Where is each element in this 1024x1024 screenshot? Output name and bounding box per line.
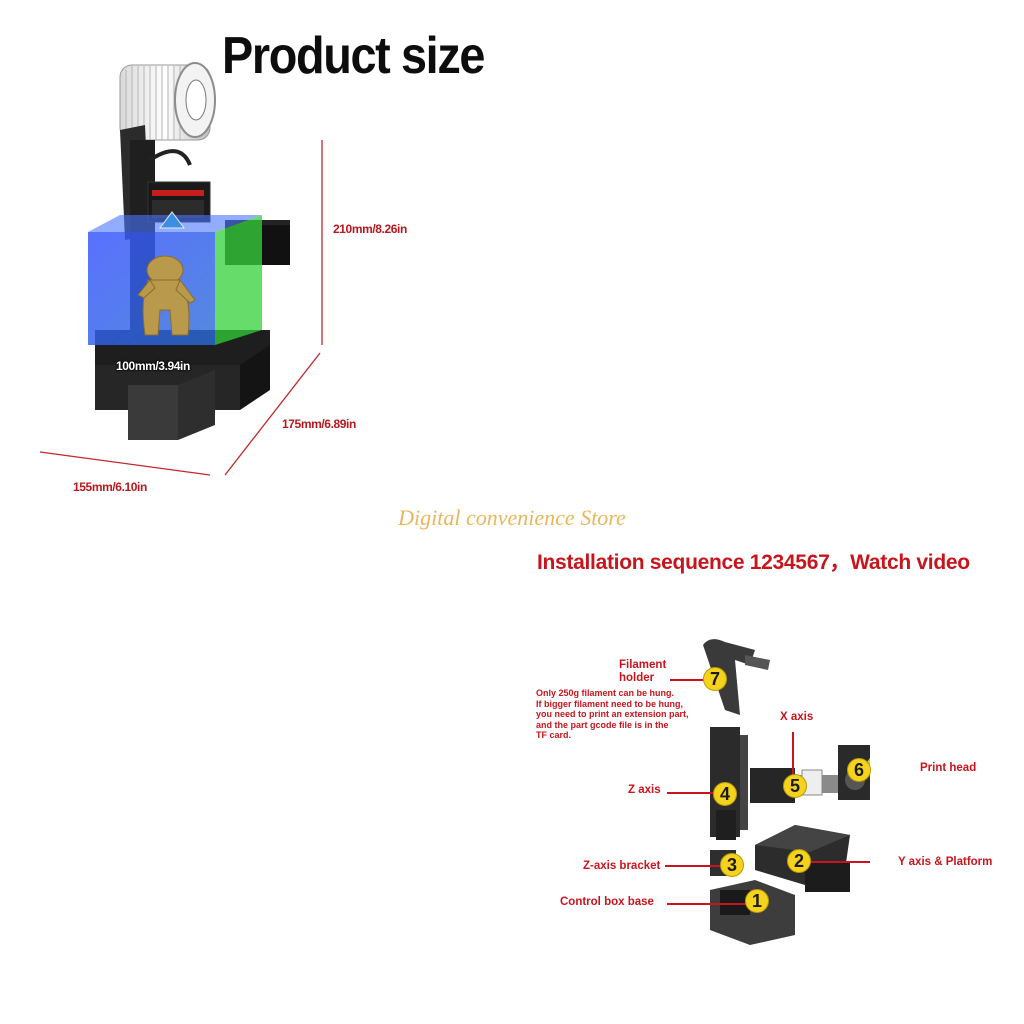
control-box-base-label: Control box base bbox=[560, 896, 654, 908]
step-badge-6: 6 bbox=[847, 758, 871, 782]
filament-note: Only 250g filament can be hung. If bigge… bbox=[536, 688, 689, 741]
store-watermark: Digital convenience Store bbox=[398, 505, 626, 530]
step-badge-2: 2 bbox=[787, 849, 811, 873]
installation-heading: Installation sequence 1234567，Watch vide… bbox=[537, 551, 970, 574]
filament-holder-label: Filament holder bbox=[619, 659, 666, 684]
z-axis-label: Z axis bbox=[628, 784, 661, 796]
x-axis-label: X axis bbox=[780, 711, 814, 723]
filament-note-line: Only 250g filament can be hung. bbox=[536, 688, 675, 698]
dimension-lines bbox=[39, 140, 323, 476]
step-badge-4: 4 bbox=[713, 782, 737, 806]
step-badge-5: 5 bbox=[783, 774, 807, 798]
filament-note-line: and the part gcode file is in the bbox=[536, 719, 669, 730]
page-title: Product size bbox=[222, 27, 485, 85]
z-axis-bracket-label: Z-axis bracket bbox=[583, 860, 661, 872]
leader-lines bbox=[665, 679, 870, 905]
step-badge-1: 1 bbox=[745, 889, 769, 913]
print-head-label: Print head bbox=[920, 762, 977, 774]
control-box-part bbox=[710, 880, 795, 945]
depth-dimension: 175mm/6.89in bbox=[282, 417, 356, 431]
z-axis-part bbox=[710, 727, 748, 840]
y-axis-platform-label: Y axis & Platform bbox=[898, 856, 993, 868]
filament-note-line: If bigger filament need to be hung, bbox=[536, 698, 684, 709]
filament-holder-label-line2: holder bbox=[619, 671, 655, 684]
filament-holder-part bbox=[703, 639, 770, 715]
printed-figurine bbox=[137, 255, 196, 336]
parts-illustration bbox=[665, 639, 870, 945]
filament-note-line: TF card. bbox=[536, 730, 572, 741]
step-badge-3: 3 bbox=[720, 853, 744, 877]
filament-spool bbox=[119, 62, 216, 141]
print-width-dimension: 100mm/3.94in bbox=[116, 359, 190, 373]
width-dimension: 155mm/6.10in bbox=[73, 480, 147, 494]
step-badge-7: 7 bbox=[703, 667, 727, 691]
printer-illustration bbox=[39, 62, 323, 476]
height-dimension: 210mm/8.26in bbox=[333, 222, 407, 236]
filament-note-line: you need to print an extension part, bbox=[536, 709, 689, 720]
filament-holder-label-line1: Filament bbox=[619, 659, 667, 671]
